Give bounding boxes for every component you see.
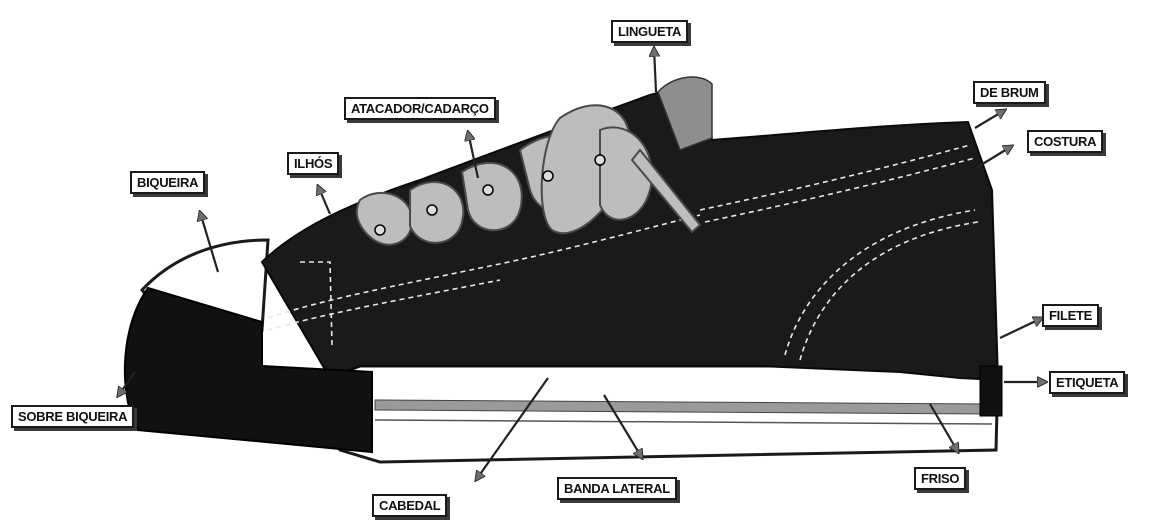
label-de-brum: DE BRUM: [973, 81, 1046, 104]
label-sobre-biqueira: SOBRE BIQUEIRA: [11, 405, 134, 428]
label-banda-lateral: BANDA LATERAL: [557, 477, 677, 500]
label-costura: COSTURA: [1027, 130, 1103, 153]
label-filete: FILETE: [1042, 304, 1099, 327]
label-friso: FRISO: [914, 467, 966, 490]
label-etiqueta: ETIQUETA: [1049, 371, 1125, 394]
arrow-lingueta: [654, 48, 656, 92]
arrow-de-brum: [975, 110, 1005, 128]
label-atacador: ATACADOR/CADARÇO: [344, 97, 496, 120]
arrow-filete: [1000, 318, 1042, 338]
label-cabedal: CABEDAL: [372, 494, 447, 517]
label-lingueta: LINGUETA: [611, 20, 688, 43]
label-biqueira: BIQUEIRA: [130, 171, 205, 194]
arrow-ilhos: [318, 186, 330, 214]
sole-band: [330, 366, 998, 462]
label-ilhos: ILHÓS: [287, 152, 339, 175]
